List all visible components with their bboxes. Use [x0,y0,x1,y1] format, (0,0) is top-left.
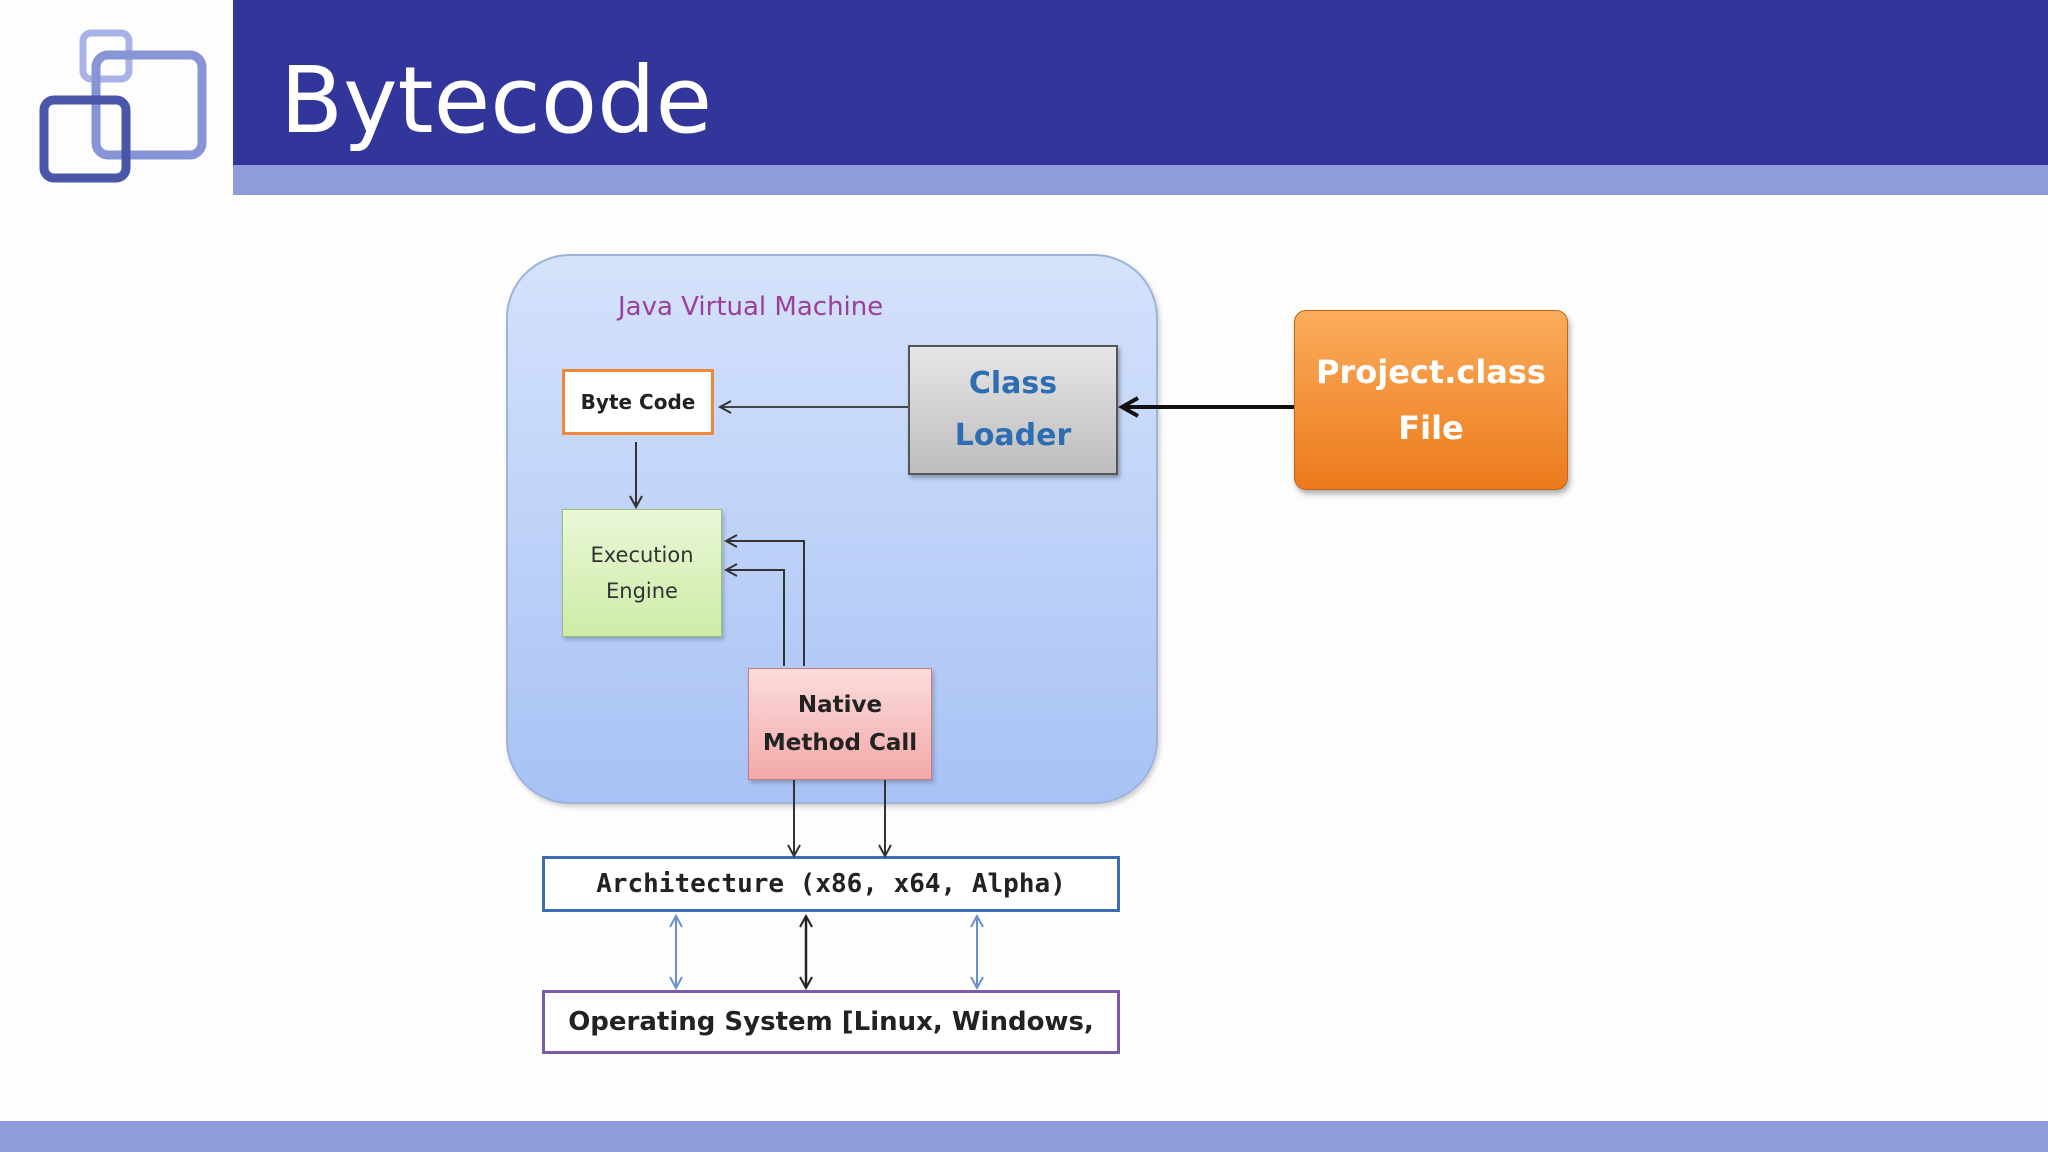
native-method-call-node: Native Method Call [748,668,932,780]
operating-system-node: Operating System [Linux, Windows, [542,990,1120,1054]
class-loader-node: Class Loader [908,345,1118,475]
execution-engine-node: Execution Engine [562,509,722,637]
header-bar [233,0,2048,165]
footer-bar [0,1121,2048,1152]
architecture-node: Architecture (x86, x64, Alpha) [542,856,1120,912]
overlapping-squares-icon [39,29,207,183]
slide-title: Bytecode [280,47,713,154]
jvm-label: Java Virtual Machine [618,292,884,322]
header-accent-bar [233,165,2048,195]
byte-code-node: Byte Code [562,369,714,435]
project-class-file-node: Project.class File [1294,310,1568,490]
